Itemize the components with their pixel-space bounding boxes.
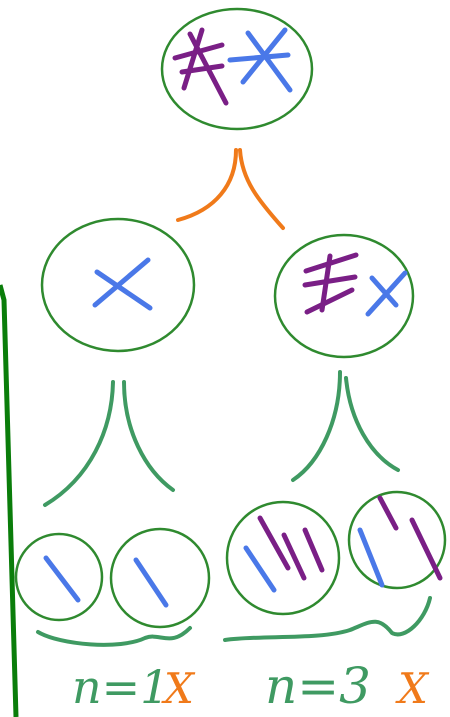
blue-chromosome — [133, 557, 169, 608]
left-count-label: n=1 — [72, 660, 169, 714]
purple-chromosome — [377, 495, 399, 531]
divider-line — [0, 284, 19, 717]
right-count-label: n=3 — [265, 657, 371, 715]
cell-outline — [347, 490, 447, 590]
blue-chromosome — [243, 545, 277, 593]
blue-chromosome — [365, 270, 408, 317]
blue-chromosome — [92, 257, 153, 311]
blue-chromosomes — [227, 27, 293, 93]
first-split-arrow — [176, 148, 285, 230]
left-x-mark: X — [161, 664, 196, 713]
purple-chromosome — [409, 517, 443, 581]
cell-outline — [14, 532, 104, 622]
cell-outline — [160, 7, 314, 131]
left-group-bracket — [36, 626, 192, 647]
left-split-arrow — [43, 380, 175, 507]
cell-outline — [273, 233, 415, 359]
purple-chromosome — [257, 515, 291, 571]
right-daughter-cell — [273, 233, 415, 359]
parent-cell — [160, 7, 314, 131]
purple-chromosome — [281, 532, 307, 581]
gamete-cell-3 — [225, 500, 341, 616]
cell-outline — [109, 527, 211, 629]
blue-chromosome — [357, 527, 385, 588]
gamete-cell-4 — [347, 490, 447, 590]
gamete-cell-2 — [109, 527, 211, 629]
blue-chromosome — [43, 555, 81, 603]
cell-outline — [40, 217, 196, 353]
left-daughter-cell — [40, 217, 196, 353]
right-x-mark: X — [395, 664, 430, 713]
purple-chromosome — [302, 527, 325, 573]
right-split-arrow — [291, 370, 400, 482]
cell-outline — [225, 500, 341, 616]
purple-chromosomes — [172, 27, 229, 106]
right-group-bracket — [223, 596, 432, 642]
gamete-cell-1 — [14, 532, 104, 622]
purple-chromosomes — [302, 252, 359, 315]
